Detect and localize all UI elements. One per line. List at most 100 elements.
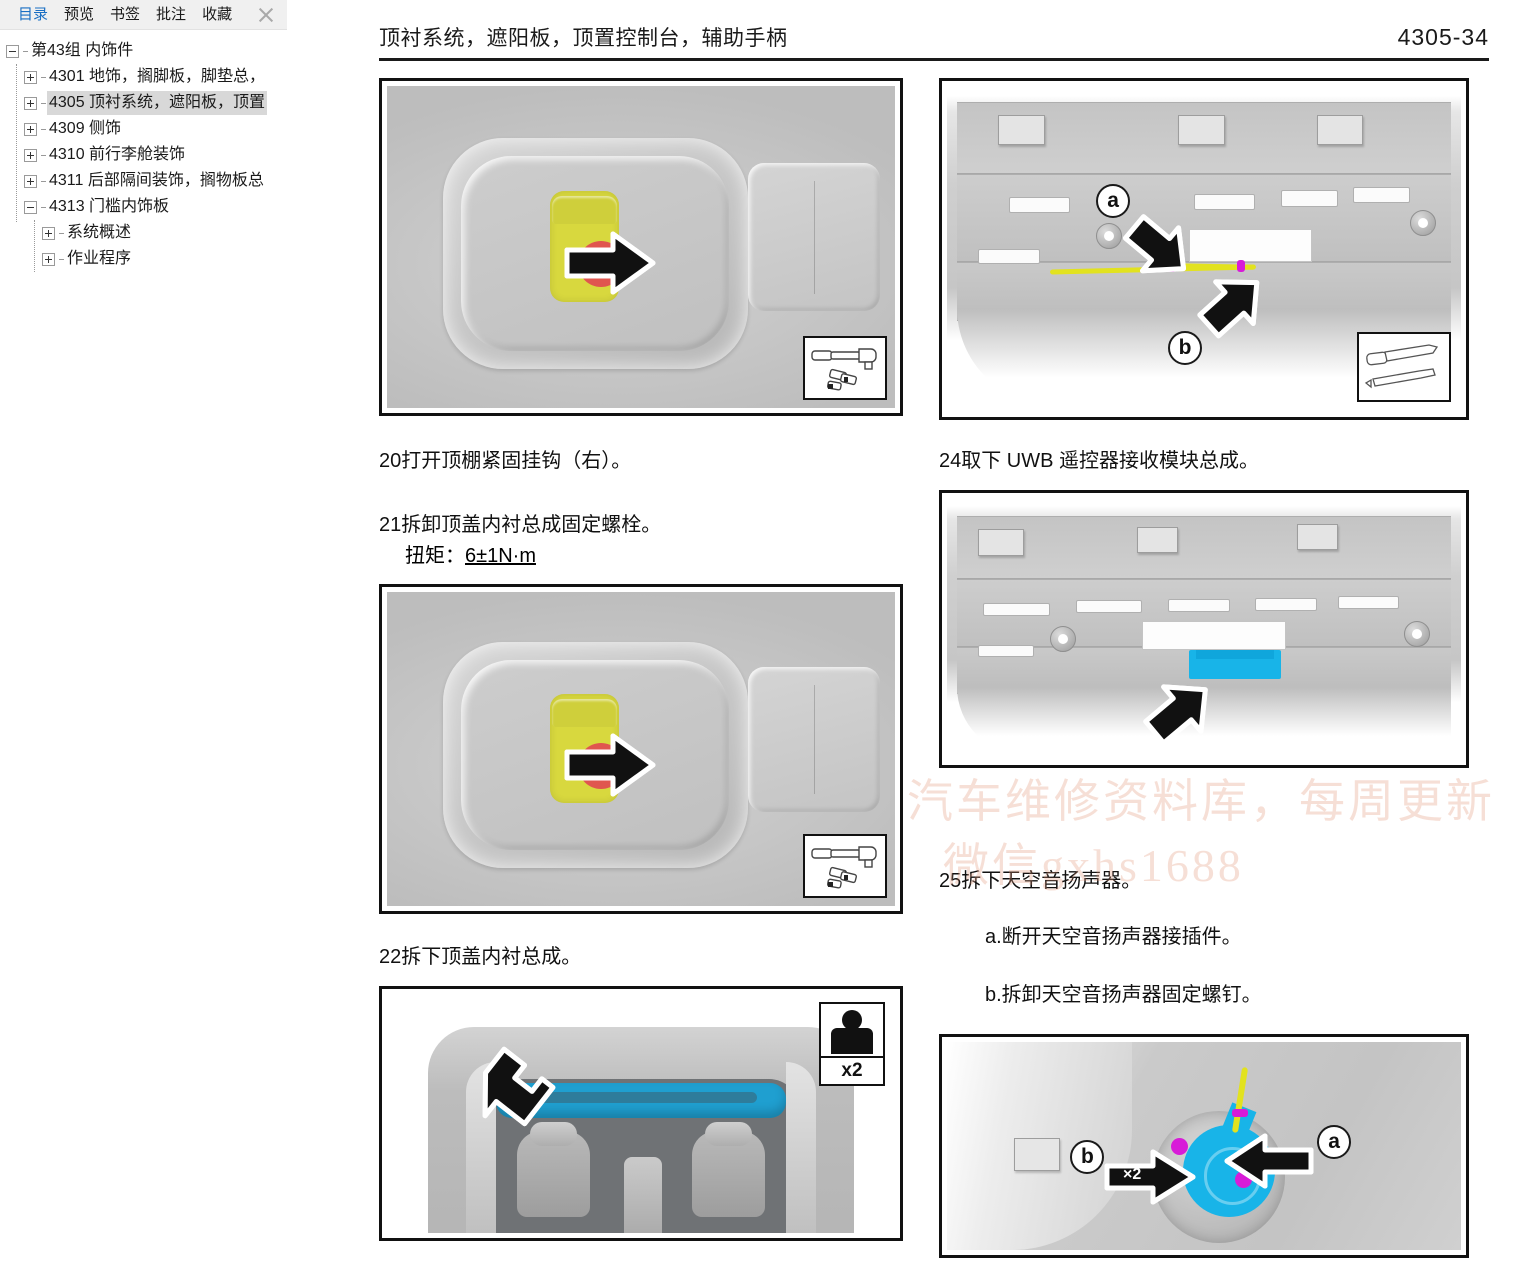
tree-item-label: 4309 侧饰 [49, 120, 122, 137]
step-21-torque: 扭矩：6±1N·m [379, 540, 905, 572]
tree-guide-line [16, 64, 17, 222]
tree-item-4301[interactable]: 4301 地饰，搁脚板，脚垫总， [4, 64, 287, 90]
module-housing [1188, 229, 1312, 263]
rail-slot [977, 644, 1035, 657]
person-head [842, 1010, 862, 1030]
sidebar-panel: 目录 预览 书签 批注 收藏 第43组 内饰件 4301 地饰，搁脚板，脚垫总， [0, 0, 287, 1264]
ratchet-and-sockets-icon [811, 348, 877, 391]
tree-connector [59, 232, 64, 234]
connector-magenta [1237, 260, 1246, 273]
tab-preview[interactable]: 预览 [64, 5, 95, 23]
tree-connector [41, 180, 46, 182]
trim-removal-tools-icon [1364, 344, 1439, 389]
figure-overhead-console-hook-2 [379, 584, 903, 914]
tab-annotations[interactable]: 批注 [156, 5, 187, 23]
tree-item-label: 系统概述 [67, 224, 132, 241]
quantity-label-x2: ×2 [1123, 1166, 1142, 1183]
connector-magenta [1232, 1108, 1249, 1117]
tree-item-label: 4313 门槛内饰板 [49, 198, 170, 215]
tree-connector [41, 154, 46, 156]
tree-item-label: 4311 后部隔间装饰，搁物板总 [49, 172, 264, 189]
callout-a: a [1096, 183, 1131, 218]
person-body [831, 1028, 873, 1054]
roof-rail-upper [957, 516, 1451, 580]
tree-item-system-overview[interactable]: 系统概述 [4, 220, 287, 246]
tree-item-label: 4310 前行李舱装饰 [49, 146, 186, 163]
rail-slot [1281, 190, 1338, 207]
tab-favorites[interactable]: 收藏 [202, 5, 233, 23]
expand-plus-icon[interactable] [24, 148, 37, 162]
step-25a: a.断开天空音扬声器接插件。 [985, 926, 1242, 948]
tree-connector [23, 50, 28, 52]
left-content-column: 20打开顶棚紧固挂钩（右）。 21拆卸顶盖内衬总成固定螺栓。 扭矩：6±1N·m [379, 78, 905, 1241]
callout-b: b [1070, 1139, 1105, 1174]
step-20: 20打开顶棚紧固挂钩（右）。 [379, 450, 632, 472]
tool-inset-ratchet [803, 834, 887, 898]
panel-bracket [1013, 1137, 1061, 1171]
tree-item-4309[interactable]: 4309 侧饰 [4, 116, 287, 142]
torque-label: 扭矩： [405, 545, 465, 567]
collapse-minus-icon[interactable] [6, 44, 19, 58]
tree-connector [41, 76, 46, 78]
expand-plus-icon[interactable] [42, 226, 55, 240]
callout-a: a [1317, 1125, 1352, 1160]
person-count-label: x2 [841, 1060, 863, 1081]
vehicle-door-rail-right [786, 1061, 816, 1233]
figure-sky-sound-speaker: ×2 b a [939, 1034, 1469, 1258]
sidebar-tabbar: 目录 预览 书签 批注 收藏 [0, 0, 287, 30]
expand-plus-icon[interactable] [24, 122, 37, 136]
rail-slot [1337, 596, 1400, 610]
torque-value: 6±1N·m [465, 545, 536, 567]
rail-slot [1008, 196, 1071, 214]
vehicle-headrest-left [530, 1122, 577, 1146]
uwb-module-housing [1142, 621, 1287, 650]
close-icon[interactable] [255, 4, 277, 26]
page-number: 4305-34 [1397, 24, 1489, 50]
tab-bookmarks[interactable]: 书签 [110, 5, 141, 23]
expand-plus-icon[interactable] [24, 174, 37, 188]
tab-contents[interactable]: 目录 [18, 5, 49, 23]
rail-bracket [1137, 526, 1179, 553]
tree-connector [41, 128, 46, 130]
figure-overhead-console-hook [379, 78, 903, 416]
vehicle-center-console [623, 1156, 663, 1233]
page-header: 顶衬系统，遮阳板，顶置控制台，辅助手柄 4305-34 [379, 22, 1489, 52]
tool-inset-trim-tools [1357, 332, 1451, 402]
inset-two-person-required: x2 [819, 1002, 885, 1086]
rail-boss [1409, 209, 1436, 236]
tree-item-work-procedure[interactable]: 作业程序 [4, 246, 287, 272]
expand-plus-icon[interactable] [42, 252, 55, 266]
ratchet-and-sockets-icon [811, 846, 877, 889]
tree-guide-line [34, 220, 35, 272]
rail-slot [1353, 187, 1410, 204]
right-content-column: a b [939, 78, 1469, 1258]
console-lamp-panel [747, 667, 880, 812]
tree-item-4313[interactable]: 4313 门槛内饰板 [4, 194, 287, 220]
step-25b: b.拆卸天空音扬声器固定螺钉。 [985, 984, 1262, 1006]
console-lamp-panel [747, 163, 880, 312]
figure-uwb-module [939, 490, 1469, 768]
tree-item-label: 4301 地饰，搁脚板，脚垫总， [49, 68, 266, 85]
rail-boss [1096, 222, 1123, 249]
header-rule [379, 58, 1489, 61]
screw-marker-magenta [1170, 1137, 1188, 1155]
expand-plus-icon[interactable] [24, 96, 37, 110]
tree-item-group43[interactable]: 第43组 内饰件 [4, 38, 287, 64]
rail-bracket [1317, 115, 1364, 145]
callout-b: b [1168, 330, 1203, 365]
tree-item-4310[interactable]: 4310 前行李舱装饰 [4, 142, 287, 168]
contents-tree: 第43组 内饰件 4301 地饰，搁脚板，脚垫总， 4305 顶衬系统，遮阳板，… [0, 30, 287, 272]
collapse-minus-icon[interactable] [24, 200, 37, 214]
page-title: 顶衬系统，遮阳板，顶置控制台，辅助手柄 [379, 27, 788, 50]
tree-item-4305[interactable]: 4305 顶衬系统，遮阳板，顶置 [4, 90, 287, 116]
expand-plus-icon[interactable] [24, 70, 37, 84]
rail-slot [982, 602, 1050, 616]
overhead-console-rim [442, 137, 748, 370]
two-person-icon [821, 1004, 883, 1058]
tool-inset-ratchet [803, 336, 887, 400]
tree-item-4311[interactable]: 4311 后部隔间装饰，搁物板总 [4, 168, 287, 194]
step-25: 25拆下天空音扬声器。 [939, 870, 1142, 892]
rail-slot [1075, 600, 1143, 614]
step-22: 22拆下顶盖内衬总成。 [379, 946, 582, 968]
step-21: 21拆卸顶盖内衬总成固定螺栓。 [379, 514, 662, 536]
